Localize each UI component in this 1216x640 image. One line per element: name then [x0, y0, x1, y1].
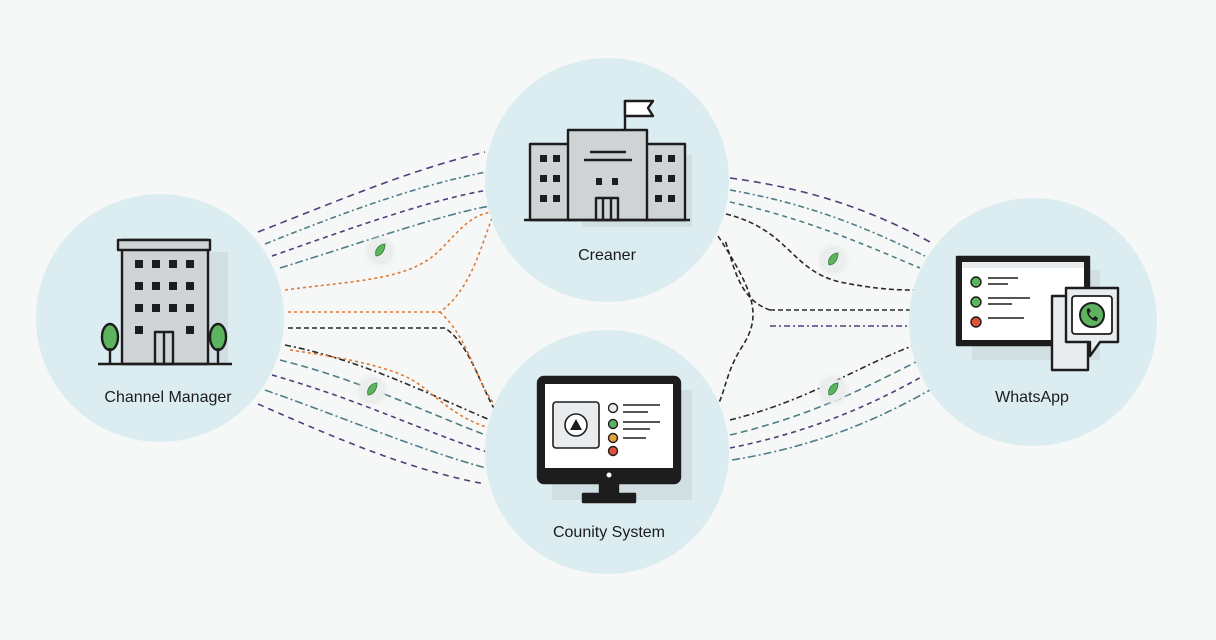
node-label: WhatsApp — [995, 389, 1069, 406]
connector-line — [725, 213, 916, 291]
node-label: Creaner — [578, 247, 636, 264]
government-building-icon — [524, 99, 692, 227]
connector-line — [714, 235, 754, 411]
leaf-marker-icon — [367, 238, 393, 264]
connector-line — [731, 389, 931, 461]
connector-line — [257, 403, 486, 485]
node-label: Counity System — [553, 524, 665, 541]
connector-line — [289, 349, 491, 429]
office-building-icon — [98, 238, 232, 366]
connector-line — [279, 205, 491, 269]
connector-markers — [359, 238, 846, 403]
connector-line — [729, 201, 921, 269]
node-whatsapp[interactable]: WhatsApp — [909, 198, 1157, 446]
connector-line — [439, 311, 496, 406]
connector-line — [257, 151, 486, 233]
node-creaner[interactable]: Creaner — [485, 58, 729, 302]
connector-line — [729, 189, 926, 257]
desktop-monitor-icon — [536, 375, 692, 504]
connector-line — [264, 389, 487, 469]
connector-line — [724, 239, 771, 311]
node-label: Channel Manager — [104, 389, 232, 406]
leaf-marker-icon — [820, 247, 846, 273]
connector-line — [288, 217, 493, 313]
connector-line — [279, 359, 489, 437]
connector-line — [284, 344, 491, 421]
connector-line — [271, 189, 489, 257]
connector-line — [288, 327, 496, 411]
connector-line — [729, 374, 926, 449]
leaf-marker-icon — [820, 377, 846, 403]
leaf-marker-icon — [359, 377, 385, 403]
connector-line — [284, 211, 493, 291]
node-channel-manager[interactable]: Channel Manager — [36, 194, 284, 442]
connector-line — [271, 374, 488, 453]
node-county-system[interactable]: Counity System — [485, 330, 729, 574]
chat-window-icon — [955, 255, 1120, 372]
connector-line — [264, 171, 487, 245]
